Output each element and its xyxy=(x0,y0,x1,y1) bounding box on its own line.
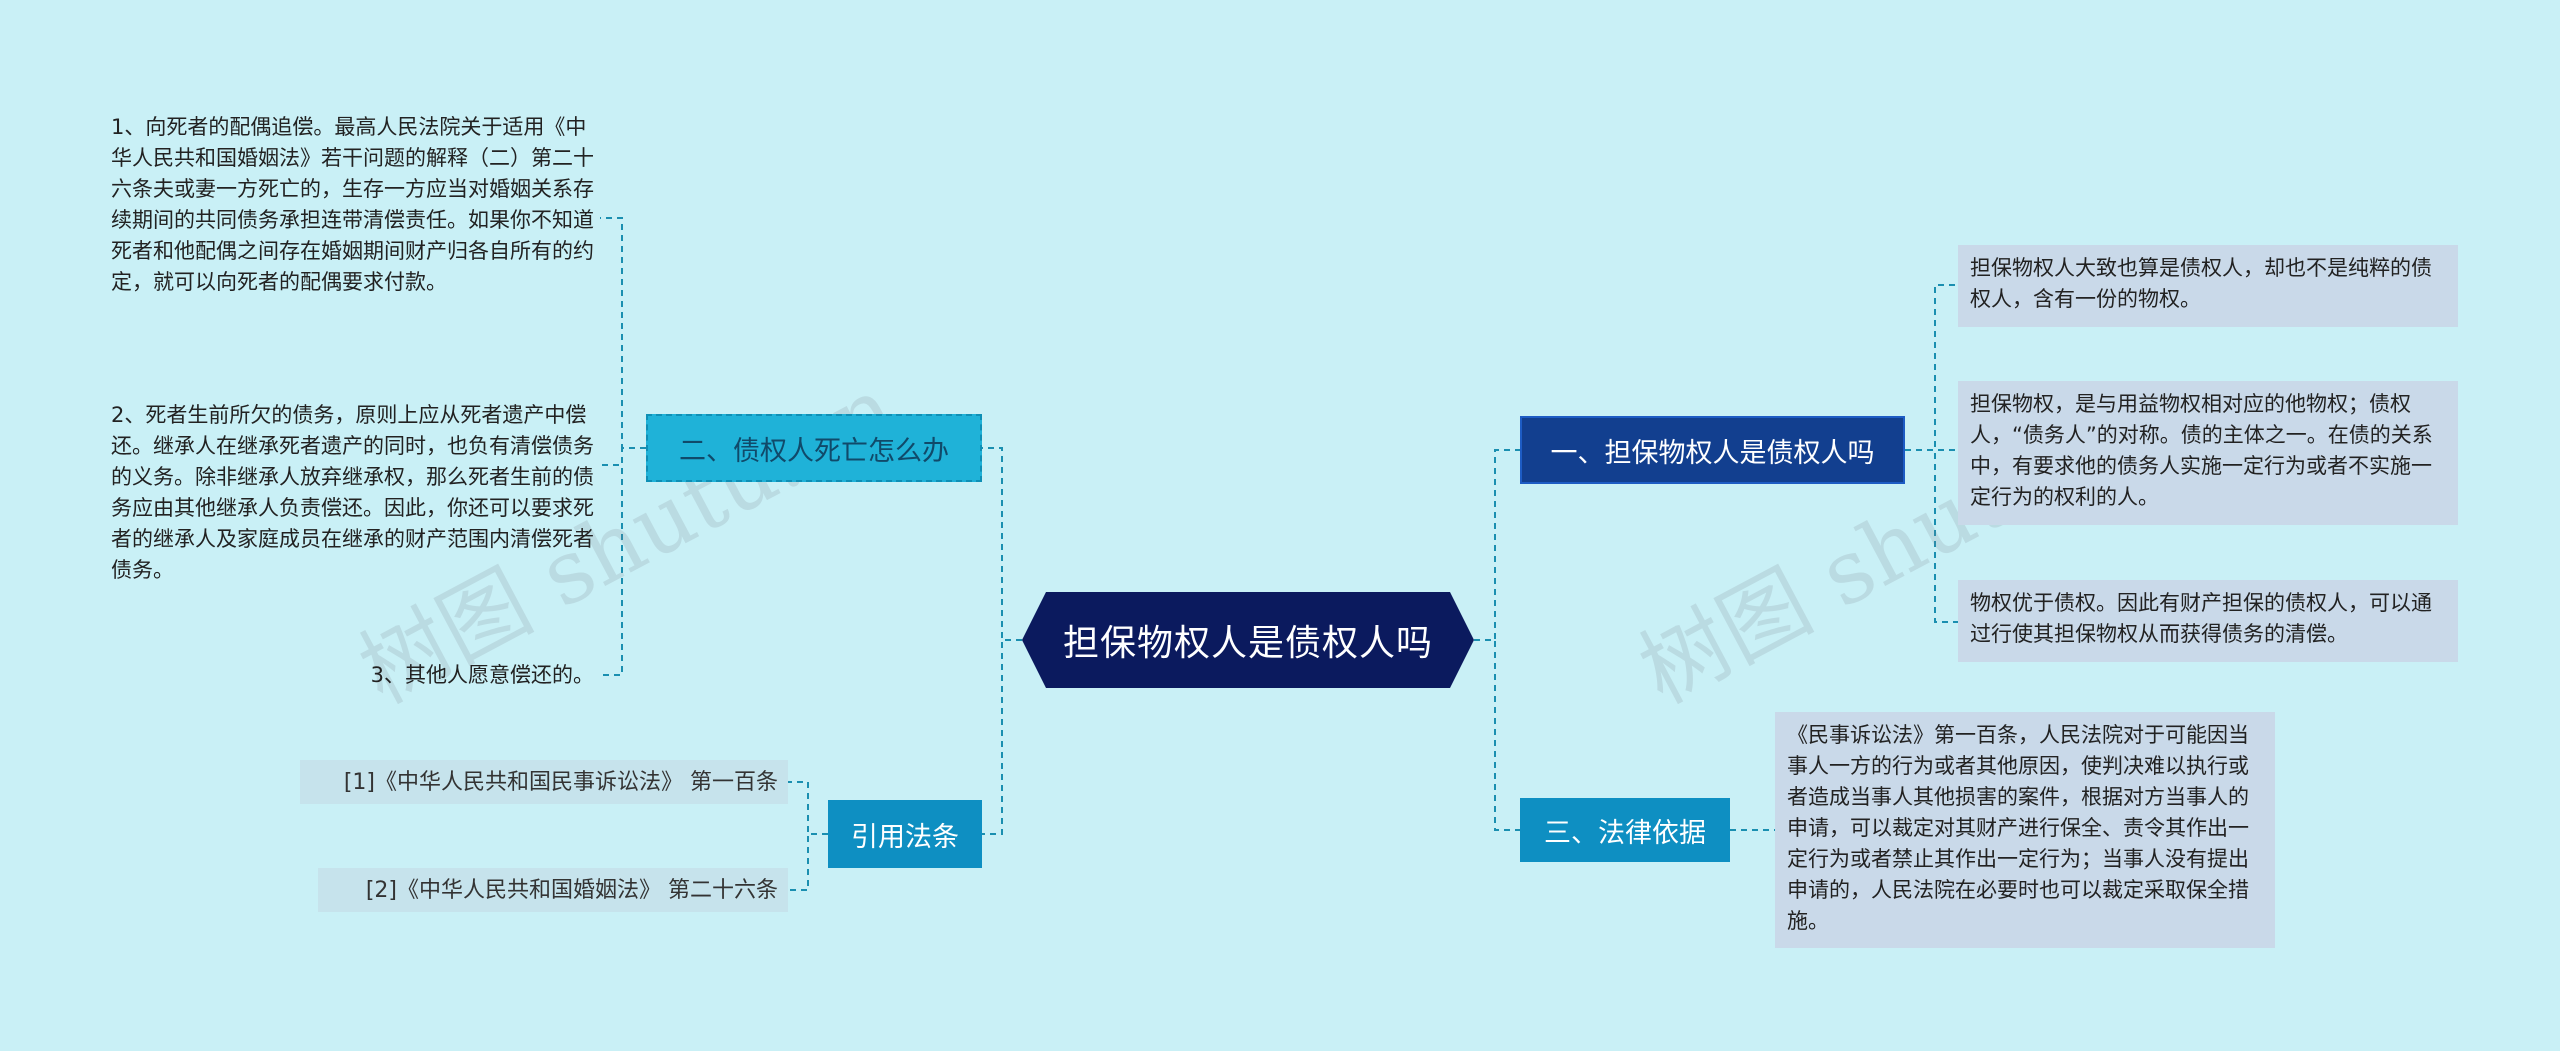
branch-legal-basis[interactable]: 三、法律依据 xyxy=(1520,798,1730,862)
leaf-estate-repayment[interactable]: 2、死者生前所欠的债务，原则上应从死者遗产中偿还。继承人在继承死者遗产的同时，也… xyxy=(111,403,594,582)
leaf-creditor-partial[interactable]: 担保物权人大致也算是债权人，却也不是纯粹的债权人，含有一份的物权。 xyxy=(1958,245,2458,327)
leaf-creditor-definition[interactable]: 担保物权，是与用益物权相对应的他物权；债权人，“债务人”的对称。债的主体之一。在… xyxy=(1958,381,2458,525)
leaf-spouse-recovery[interactable]: 1、向死者的配偶追偿。最高人民法院关于适用《中华人民共和国婚姻法》若干问题的解释… xyxy=(111,115,594,294)
branch-cited-laws[interactable]: 引用法条 xyxy=(828,800,982,868)
root-topic[interactable]: 担保物权人是债权人吗 xyxy=(1022,592,1474,688)
branch-creditor-death[interactable]: 二、债权人死亡怎么办 xyxy=(646,414,982,482)
leaf-civil-procedure-law[interactable]: 《民事诉讼法》第一百条，人民法院对于可能因当事人一方的行为或者其他原因，使判决难… xyxy=(1775,712,2275,948)
leaf-property-priority[interactable]: 物权优于债权。因此有财产担保的债权人，可以通过行使其担保物权从而获得债务的清偿。 xyxy=(1958,580,2458,662)
ref-marriage-law[interactable]: [2]《中华人民共和国婚姻法》 第二十六条 xyxy=(318,868,788,912)
branch-creditor-question[interactable]: 一、担保物权人是债权人吗 xyxy=(1520,416,1905,484)
leaf-others-repay[interactable]: 3、其他人愿意偿还的。 xyxy=(370,663,594,687)
ref-civil-procedure-law[interactable]: [1]《中华人民共和国民事诉讼法》 第一百条 xyxy=(300,760,788,804)
